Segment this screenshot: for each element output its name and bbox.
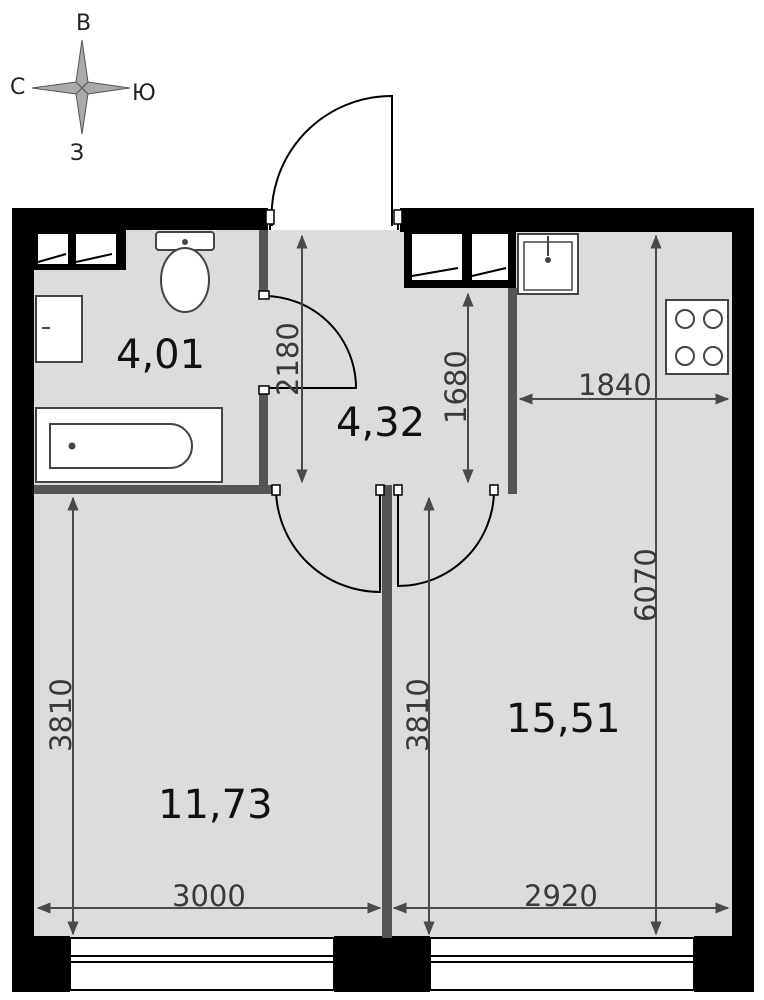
dim-bedroom-width: 3000 — [172, 879, 246, 913]
compass-west-label: С — [10, 75, 25, 100]
entrance-door — [265, 94, 403, 230]
bathroom-door — [258, 290, 358, 395]
window-right — [429, 937, 695, 991]
partitions — [34, 230, 517, 938]
dim-living-width: 2920 — [524, 879, 598, 913]
room-area-bedroom: 11,73 — [158, 782, 273, 828]
room-area-bathroom: 4,01 — [116, 332, 205, 378]
bathtub-icon — [35, 407, 223, 483]
compass-north-label: В — [76, 11, 91, 36]
dimension-lines — [36, 234, 730, 936]
compass-rose-icon — [31, 39, 131, 135]
dim-hall-right-height: 1680 — [439, 350, 473, 424]
window-left — [69, 937, 335, 991]
dim-bedroom-height: 3810 — [44, 678, 78, 752]
toilet-icon — [155, 231, 215, 313]
compass-south-label: З — [70, 141, 84, 166]
kitchen-sink-icon — [517, 233, 579, 295]
compass-east-label: Ю — [132, 81, 156, 106]
dim-hall-height: 2180 — [271, 322, 305, 396]
room-area-kitchen-living: 15,51 — [506, 696, 621, 742]
room-area-hall: 4,32 — [336, 400, 425, 446]
stove-icon — [665, 299, 729, 375]
dim-kitchen-width: 1840 — [578, 368, 652, 402]
bedroom-door — [271, 484, 385, 594]
dim-living-height: 3810 — [401, 678, 435, 752]
living-door — [393, 484, 499, 588]
washbasin-icon — [35, 295, 83, 363]
dim-kitchen-height: 6070 — [629, 548, 663, 622]
ventilation-shafts — [37, 234, 508, 280]
